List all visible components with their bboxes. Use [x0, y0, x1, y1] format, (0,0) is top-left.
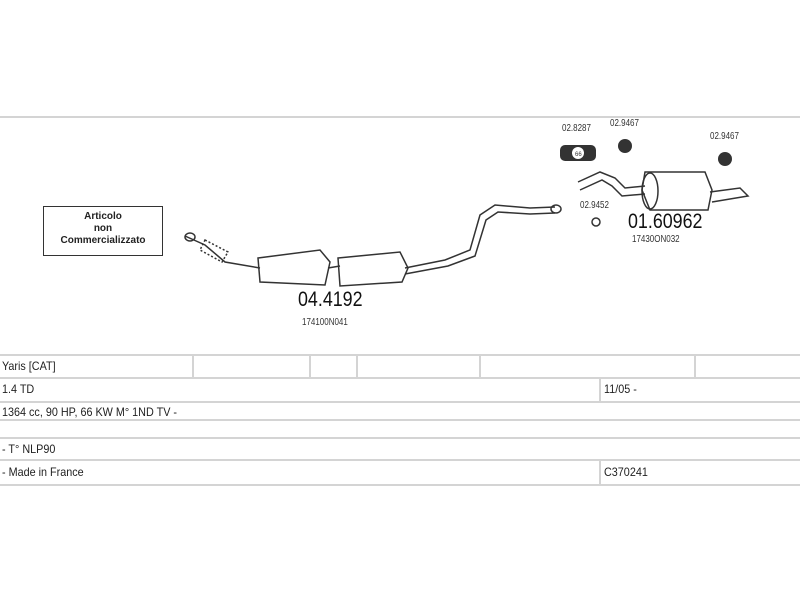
middle-silencer [337, 251, 409, 287]
accessory-number: 02.9452 [580, 200, 609, 211]
front-flange [184, 232, 196, 242]
type-cell: - T° NLP90 [2, 442, 56, 456]
rubber-mount-icon [718, 152, 732, 166]
clamp-icon [560, 145, 596, 161]
oem-number: 174100N041 [302, 317, 348, 328]
front-pipe [184, 235, 261, 269]
part-number: 04.4192 [298, 288, 363, 311]
tail-pipe [709, 187, 750, 203]
accessory-number: 02.9467 [610, 118, 639, 129]
rear-pipe [577, 171, 646, 189]
note-line: non [93, 223, 113, 234]
top-divider [0, 116, 800, 118]
ring-02-9452 [591, 217, 601, 227]
specs-cell: 1364 cc, 90 HP, 66 KW M° 1ND TV - [2, 405, 177, 419]
oem-number: 17430ON032 [632, 234, 680, 245]
flex-section [199, 238, 230, 264]
rear-silencer [641, 171, 713, 211]
model-cell: Yaris [CAT] [2, 359, 56, 373]
engine-cell: 1.4 TD [2, 382, 35, 396]
exhaust-diagram: 66 [184, 139, 750, 287]
pipe-run [404, 204, 556, 269]
not-sold-note: Articolo non Commercializzato [43, 206, 163, 256]
catalyst [257, 249, 331, 286]
code-cell: C370241 [604, 465, 648, 479]
part-number: 01.60962 [628, 210, 703, 233]
origin-cell: - Made in France [2, 465, 84, 479]
date-cell: 11/05 - [604, 382, 637, 396]
accessory-number: 02.8287 [562, 123, 591, 134]
note-line: Articolo [84, 211, 122, 222]
note-line: Commercializzato [60, 235, 146, 246]
rubber-mount-icon [618, 139, 632, 153]
accessory-number: 02.9467 [710, 131, 739, 142]
clamp-label: 66 [575, 152, 582, 158]
